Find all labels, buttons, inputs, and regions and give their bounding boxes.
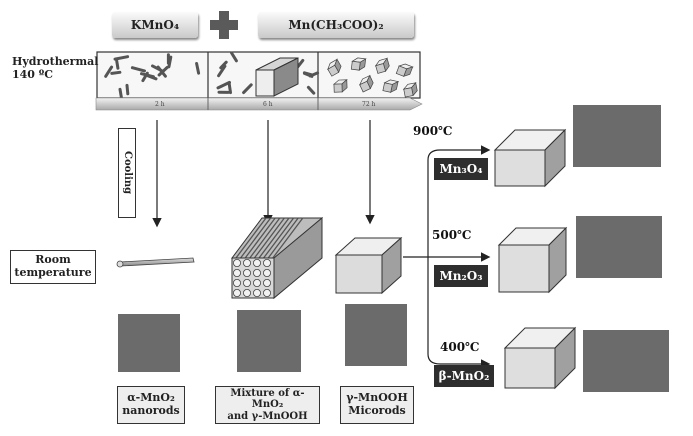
reactant-kmno4: KMnO₄ xyxy=(112,12,198,38)
sem-image-mn2o3 xyxy=(576,216,662,278)
bundle-icon xyxy=(255,57,299,97)
temperature-500: 500℃ xyxy=(432,228,472,242)
mixture-bundle-icon xyxy=(231,216,323,300)
annealing-bracket xyxy=(403,145,491,369)
rods-pattern xyxy=(104,51,320,100)
time-label-6h: 6 h xyxy=(263,101,273,108)
temperature-900: 900℃ xyxy=(413,124,453,138)
time-label-72h: 72 h xyxy=(362,101,376,108)
phase-beta-mno2: β-MnO₂ xyxy=(434,365,494,387)
sem-image-microrods xyxy=(345,304,407,366)
plus-icon xyxy=(210,11,238,39)
beta-mno2-cube-icon xyxy=(503,326,577,390)
nanorod-icon xyxy=(116,257,195,268)
temperature-400: 400℃ xyxy=(440,340,480,354)
timeline-arrow xyxy=(95,97,423,111)
reactant-mn-acetate: Mn(CH₃COO)₂ xyxy=(258,12,414,38)
phase-mn3o4: Mn₃O₄ xyxy=(434,158,488,180)
mn2o3-cube-icon xyxy=(497,226,568,294)
sem-image-nanorods xyxy=(118,314,180,372)
time-label-2h: 2 h xyxy=(155,101,165,108)
sem-image-mixture xyxy=(237,310,301,372)
cubes-pattern xyxy=(327,57,418,98)
microrod-cube-icon xyxy=(334,236,403,295)
sem-image-beta-mno2 xyxy=(583,330,669,392)
mn3o4-cube-icon xyxy=(493,128,567,188)
sem-image-mn3o4 xyxy=(573,105,661,167)
phase-mn2o3: Mn₂O₃ xyxy=(434,265,488,287)
cooling-label: Cooling xyxy=(118,128,136,218)
